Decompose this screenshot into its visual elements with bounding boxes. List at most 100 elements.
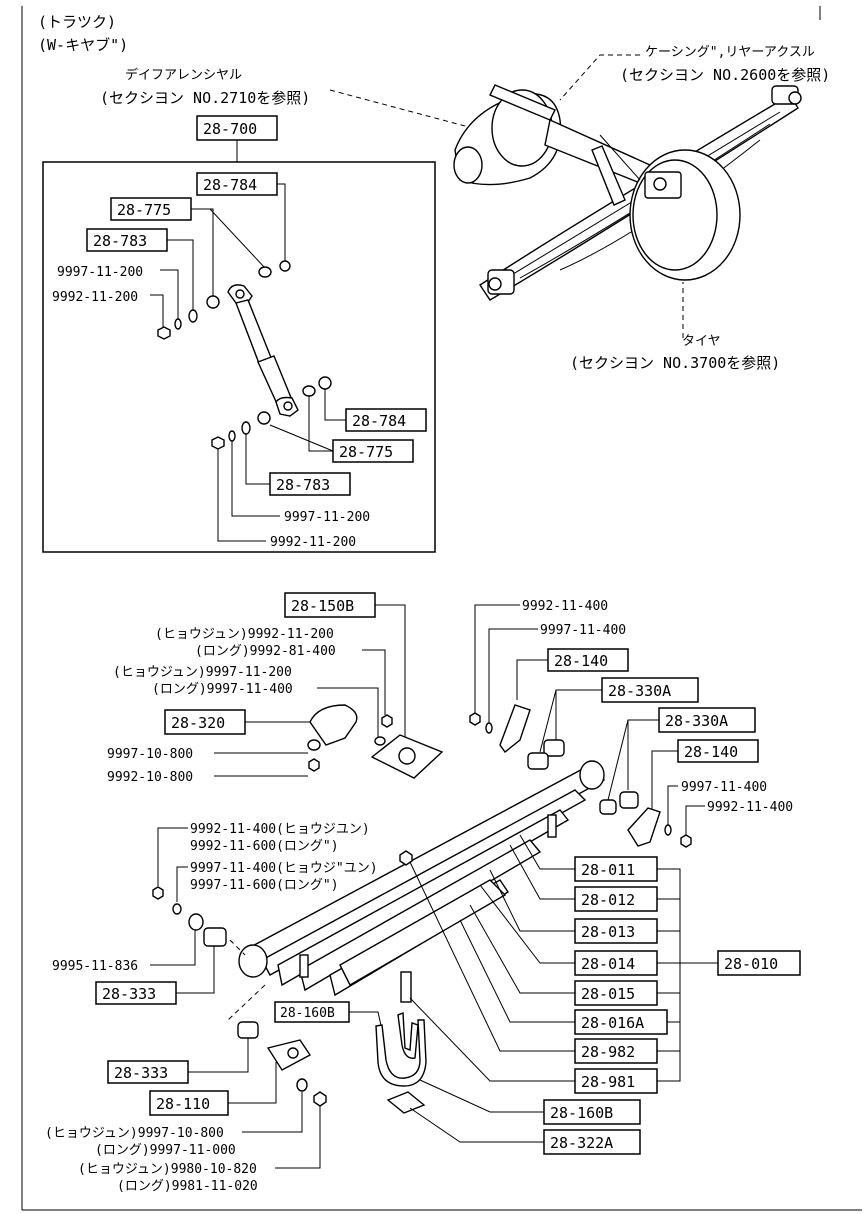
shock-lower-washer: 9997-11-200 — [284, 510, 370, 525]
upper-bush-part — [258, 266, 272, 278]
upper-washer-part — [279, 260, 291, 272]
leaf-label-7: 28-981 — [581, 1073, 635, 1091]
front-nut-std: 9992-11-400(ヒョウジユン) — [190, 822, 370, 837]
front-washer-part — [172, 903, 182, 915]
lower-bush-part — [302, 385, 316, 397]
seat-washer-long: (ロング)9997-11-400 — [152, 682, 293, 697]
ref-differential-sec: (セクシヨン NO.2710を参照) — [100, 89, 310, 107]
plate-part — [386, 1091, 426, 1114]
front-washer2: 9995-11-836 — [52, 959, 138, 974]
lower-washer-part — [318, 376, 332, 390]
shock-upper-washer: 9997-11-200 — [57, 265, 143, 280]
shackle-washer-top: 9997-11-400 — [540, 623, 626, 638]
bumper-nut: 9992-10-800 — [107, 770, 193, 785]
front-nut-long: 9992-11-600(ロング") — [190, 839, 339, 854]
ubolt-right-label: 28-160B — [550, 1104, 613, 1122]
shackle-a-part — [499, 704, 531, 754]
shock-lower-bush-c: 28-783 — [276, 476, 330, 494]
lower-nut-part — [211, 436, 225, 450]
ubolt-part — [375, 971, 427, 1087]
bracket-label: 28-150B — [291, 597, 354, 615]
spring-assembly-group: 28-150B (ヒョウジュン)9992-11-200 (ロング)9992-81… — [45, 592, 801, 1194]
front-washer2-part — [188, 913, 204, 931]
axle-illustration — [453, 84, 802, 301]
pin-bolt-part — [313, 1091, 327, 1107]
front-nut-part — [152, 886, 164, 900]
seat-nut-std: (ヒョウジュン)9992-11-200 — [155, 627, 334, 642]
bumper-nut-part — [308, 758, 320, 772]
leaf-label-2: 28-013 — [581, 923, 635, 941]
spring-assembly-label: 28-010 — [724, 955, 778, 973]
front-bush2-label: 28-333 — [114, 1064, 168, 1082]
seat-washer-part — [374, 736, 386, 746]
frame-marks — [21, 6, 862, 1211]
ref-differential-name: デイフアレンシヤル — [125, 67, 242, 83]
bush-b-part — [619, 791, 639, 809]
shock-assembly-group: 28-700 28-784 28-775 28-783 9997-11-200 … — [42, 115, 436, 553]
shackle-nut-top: 9992-11-400 — [522, 599, 608, 614]
shock-lower-washer-a: 28-784 — [352, 412, 406, 430]
shackle-b-label: 28-140 — [684, 743, 738, 761]
seat-washer-std: (ヒョウジュン)9997-11-200 — [113, 665, 292, 680]
bumper-part — [309, 704, 358, 746]
bush-a-label: 28-330A — [608, 682, 671, 700]
ref-axle-name: ケーシング",リヤーアクスル — [645, 45, 815, 60]
shackle-a-label: 28-140 — [554, 652, 608, 670]
shock-upper-bush-c: 28-783 — [93, 232, 147, 250]
shock-upper-washer-a: 28-784 — [203, 176, 257, 194]
shock-lower-nut: 9992-11-200 — [270, 535, 356, 550]
pin-washer-part — [296, 1078, 308, 1092]
lower-washer2-part — [228, 430, 236, 442]
bumper-label: 28-320 — [171, 714, 225, 732]
bush-a2-part — [527, 752, 549, 770]
upper-bush2-part — [206, 295, 220, 309]
front-bush-part — [203, 927, 227, 947]
upper-nut-part — [157, 326, 171, 340]
front-washer-std: 9997-11-400(ヒョウジ"ユン) — [190, 861, 378, 876]
leaf-labels: 28-011 28-012 28-013 28-014 28-015 28-01… — [574, 856, 668, 1094]
plate-label: 28-322A — [550, 1134, 613, 1152]
shackle-washer-r: 9997-11-400 — [681, 780, 767, 795]
shackle-nut-top-part — [469, 712, 481, 726]
leaf-spring — [238, 760, 606, 997]
pin-bolt-long: (ロング)9981-11-020 — [117, 1179, 258, 1194]
leaf-label-5: 28-016A — [581, 1014, 644, 1032]
leaf-label-4: 28-015 — [581, 985, 635, 1003]
shackle-nut-r: 9992-11-400 — [707, 800, 793, 815]
shock-upper-nut: 9992-11-200 — [52, 290, 138, 305]
shock-assembly-label: 28-700 — [203, 120, 257, 138]
front-washer-long: 9997-11-600(ロング") — [190, 878, 339, 893]
upper-washer2-part — [174, 318, 182, 330]
leaf-label-6: 28-982 — [581, 1043, 635, 1061]
ref-tire-name: タイヤ — [682, 334, 721, 349]
leaf-label-3: 28-014 — [581, 955, 635, 973]
bumper-washer: 9997-10-800 — [107, 747, 193, 762]
ref-axle-sec: (セクシヨン NO.2600を参照) — [620, 66, 830, 84]
leader-axle — [559, 54, 640, 101]
shackle-washer-top-part — [485, 722, 493, 734]
pin-washer-long: (ロング)9997-11-000 — [95, 1143, 236, 1158]
bumper-washer-part — [307, 739, 321, 751]
ref-tire-sec: (セクシヨン NO.3700を参照) — [570, 354, 780, 372]
upper-bush3-part — [188, 309, 198, 323]
bush-a-part — [543, 739, 565, 757]
leader-differential — [329, 89, 481, 131]
shock-upper-bush-b: 28-775 — [117, 201, 171, 219]
front-bush2-part — [237, 1021, 259, 1039]
header-line2: (W-キヤブ") — [38, 36, 128, 54]
seat-nut-long: (ロング)9992-81-400 — [195, 644, 336, 659]
shackle-washer-r-part — [664, 824, 672, 836]
leaf-label-1: 28-012 — [581, 891, 635, 909]
shackle-b-part — [627, 807, 661, 847]
leaf-label-0: 28-011 — [581, 861, 635, 879]
bush-b-label: 28-330A — [665, 712, 728, 730]
lower-bush3-part — [241, 421, 251, 435]
lower-bush2-part — [257, 411, 271, 425]
pin-label: 28-110 — [156, 1095, 210, 1113]
front-bush-label: 28-333 — [102, 985, 156, 1003]
pin-washer-std: (ヒョウジュン)9997-10-800 — [45, 1126, 224, 1141]
pin-bolt-std: (ヒョウジュン)9980-10-820 — [78, 1162, 257, 1177]
bush-b2-part — [599, 799, 617, 815]
